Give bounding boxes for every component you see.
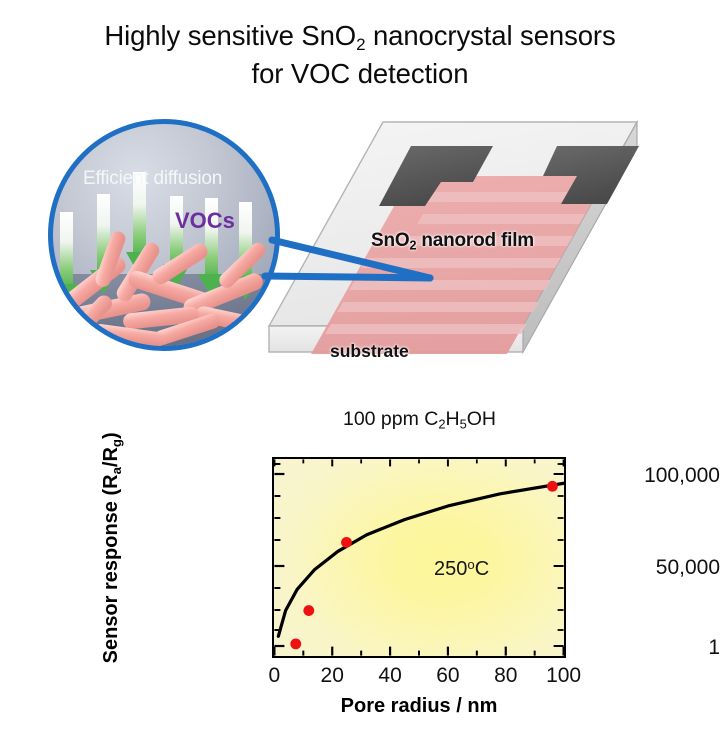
chart-title-c: OH (466, 408, 497, 430)
efficient-diffusion-label: Efficient diffusion (83, 168, 223, 189)
chart-title-sub-2: 5 (459, 416, 467, 432)
chart-title-a: 100 ppm C (342, 408, 439, 430)
data-point (547, 480, 558, 492)
chart-title-b: H (445, 408, 460, 430)
inset-circle: Efficient diffusion VOCs (48, 119, 280, 351)
page-title: Highly sensitive SnO2 nanocrystal sensor… (0, 18, 720, 91)
xtick-label: 100 (546, 664, 582, 687)
xtick-label: 20 (320, 664, 344, 687)
film-label-a: SnO (371, 230, 410, 251)
data-point (341, 536, 352, 548)
y-axis-title: Sensor response (Ra/Rg) (100, 418, 124, 678)
vocs-label: VOCs (175, 208, 235, 233)
schematic-illustration: SnO2 nanorod film substrate (0, 108, 720, 383)
xtick-label: 60 (436, 664, 460, 687)
data-point (303, 605, 315, 616)
inset-svg (53, 172, 275, 346)
temperature-unit: C (474, 558, 490, 581)
xtick-label: 40 (378, 664, 402, 687)
fit-curve (276, 481, 564, 638)
y-axis-title-a: Sensor response (R (100, 474, 123, 664)
y-axis-title-sub-a: a (108, 467, 124, 475)
y-axis-title-b: ) (100, 432, 123, 439)
film-label-b: nanorod film (416, 230, 534, 251)
y-axis-title-mid: /R (100, 447, 123, 468)
page-title-subscript: 2 (356, 34, 366, 54)
xtick-label: 80 (494, 664, 518, 687)
y-axis-title-sub-g: g (108, 439, 124, 448)
chart-title-sub-1: 2 (438, 416, 446, 432)
plot-svg (276, 480, 564, 650)
film-label: SnO2 nanorod film (371, 230, 534, 253)
temperature-annotation: 250oC (434, 557, 489, 581)
plot-area: 250oC (272, 457, 566, 658)
nanorods (64, 231, 266, 346)
ytick-label-100000: 100,000 (644, 464, 720, 487)
ytick-label-1: 1 (708, 636, 720, 659)
electrode-pads (379, 146, 639, 206)
page-title-line-1-a: Highly sensitive SnO (104, 20, 357, 51)
data-point (290, 638, 302, 650)
temperature-value: 250 (434, 558, 468, 581)
chart-title: 100 ppm C2H5OH (272, 408, 567, 432)
x-axis-title: Pore radius / nm (340, 695, 498, 717)
substrate-label: substrate (330, 341, 409, 361)
sensor-device-diagram: SnO2 nanorod film substrate (255, 114, 675, 379)
magnified-inset: Efficient diffusion VOCs (45, 116, 295, 366)
ytick-label-50000: 50,000 (655, 556, 720, 579)
degree-symbol: o (467, 557, 475, 572)
xtick-label: 0 (268, 664, 281, 687)
page-title-line-2: for VOC detection (251, 57, 469, 89)
page-title-line-1-b: nanocrystal sensors (365, 20, 616, 51)
sensor-response-chart: 100 ppm C2H5OH 250oC 100,000 50,000 1 0 2… (0, 398, 720, 728)
page-title-line-1: Highly sensitive SnO2 nanocrystal sensor… (0, 18, 720, 56)
